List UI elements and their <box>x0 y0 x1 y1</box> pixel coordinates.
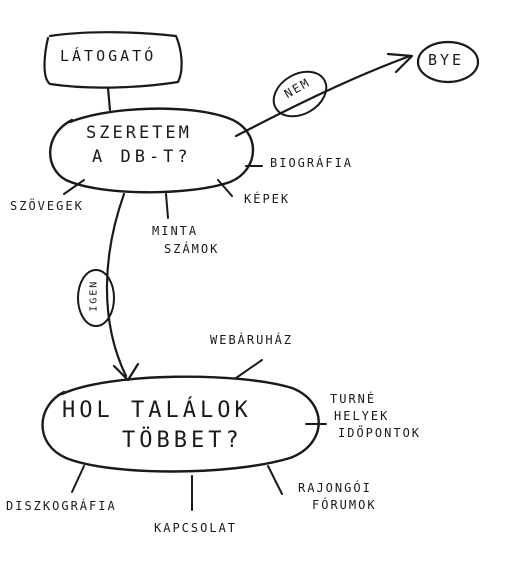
yes-arrowhead <box>112 362 140 382</box>
samples-label-line2: SZÁMOK <box>164 242 220 256</box>
samples-connector <box>165 193 169 219</box>
visitor-label: LÁTOGATÓ <box>60 47 157 65</box>
webshop-label: WEBÁRUHÁZ <box>210 333 294 347</box>
tour-label-line1: TURNÉ <box>330 392 377 406</box>
tour-label-line3: IDŐPONTOK <box>338 426 422 440</box>
samples-label-line1: MINTA <box>152 224 199 238</box>
no-arrowhead <box>386 52 414 74</box>
question-ellipse <box>49 107 255 194</box>
yes-edge <box>105 192 128 378</box>
images-label: KÉPEK <box>244 192 291 206</box>
where-ellipse <box>41 375 320 473</box>
fans-connector <box>267 465 283 495</box>
where-label-line2: TÖBBET? <box>122 428 243 453</box>
texts-label: SZÖVEGEK <box>10 199 84 213</box>
where-label-line1: HOL TALÁLOK <box>62 398 252 423</box>
question-label-line1: SZERETEM <box>86 123 192 143</box>
images-connector <box>217 179 233 197</box>
no-edge <box>234 54 412 138</box>
contact-label: KAPCSOLAT <box>154 521 238 535</box>
discography-connector <box>71 465 85 493</box>
yes-edge-oval <box>77 269 115 327</box>
fans-label-line2: FÓRUMOK <box>312 498 377 512</box>
bye-label: BYE <box>428 51 465 69</box>
yes-edge-label: IGEN <box>88 279 100 312</box>
visitor-connector <box>106 86 112 112</box>
no-edge-oval <box>272 70 328 118</box>
fans-label-line1: RAJONGÓI <box>298 481 372 495</box>
texts-connector <box>63 179 85 195</box>
question-label-line2: A DB-T? <box>92 147 192 167</box>
bye-circle <box>416 40 480 84</box>
visitor-box <box>43 31 183 89</box>
biography-label: BIOGRÁFIA <box>270 156 354 170</box>
discography-label: DISZKOGRÁFIA <box>6 499 117 513</box>
webshop-connector <box>235 359 263 379</box>
tour-label-line2: HELYEK <box>334 409 390 423</box>
